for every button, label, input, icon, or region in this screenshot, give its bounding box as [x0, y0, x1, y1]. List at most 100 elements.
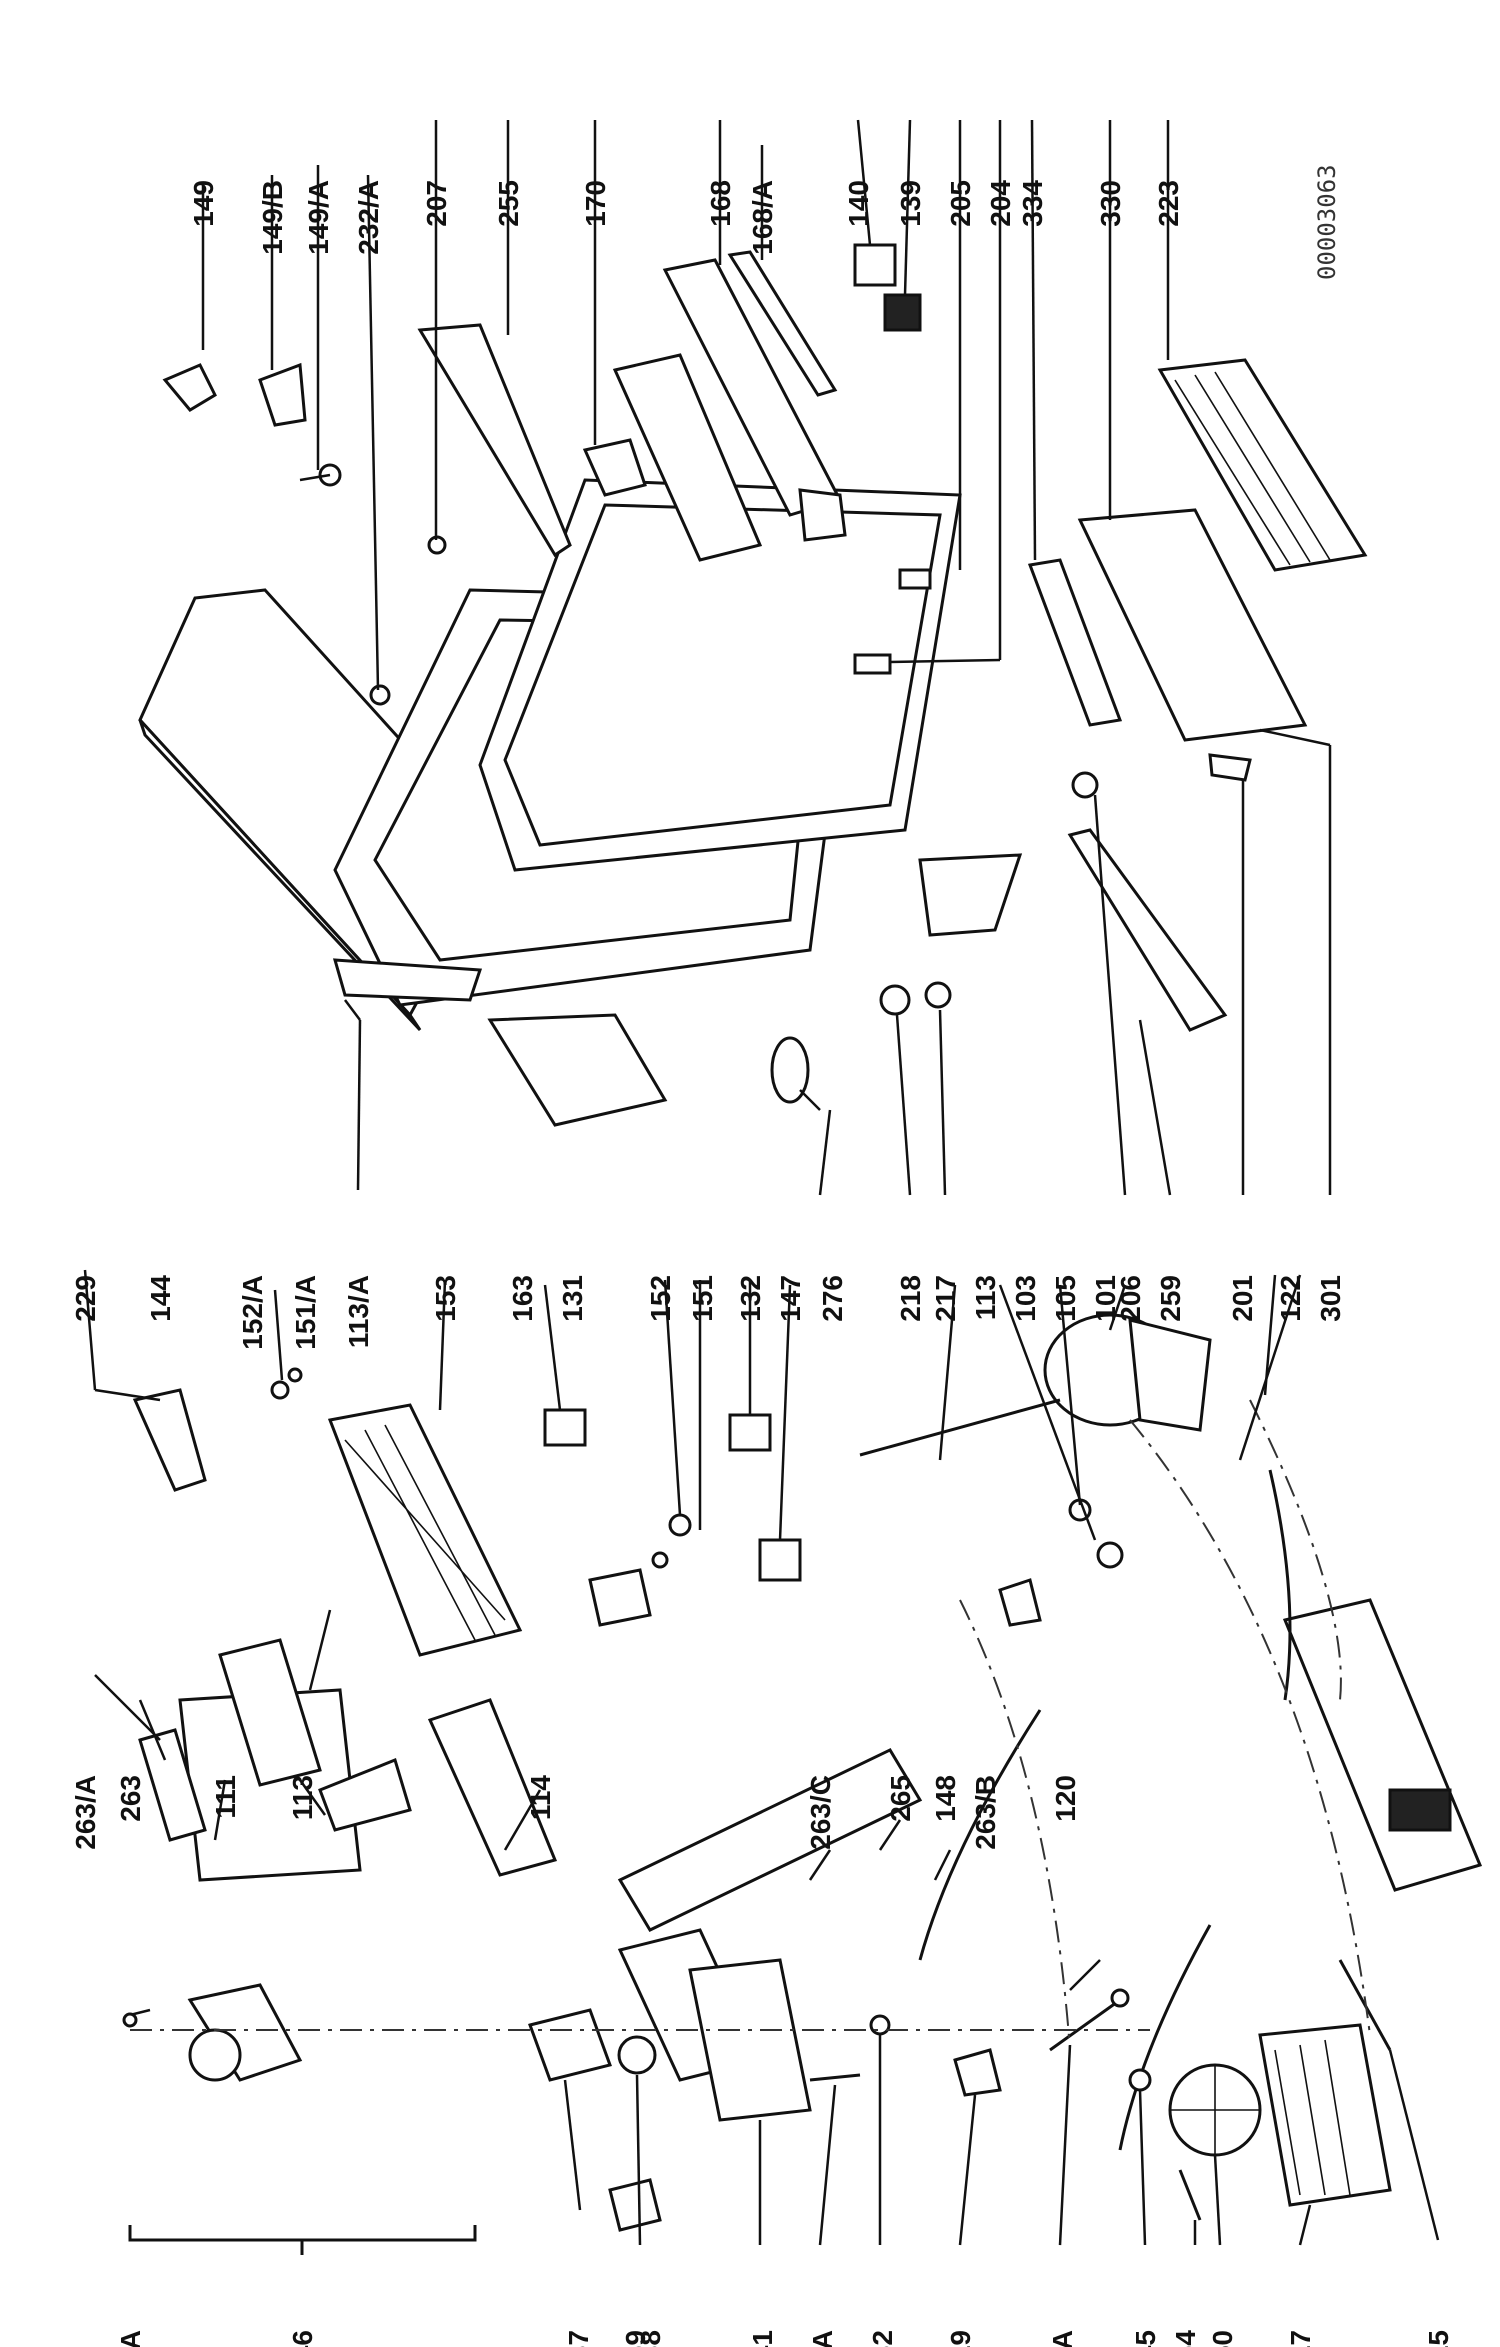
callout-168: 168	[705, 180, 736, 227]
callout-237: 237	[563, 2330, 594, 2347]
callout-238: 238	[635, 2330, 666, 2347]
part-205	[898, 568, 932, 590]
callout-301: 301	[1315, 1275, 1346, 1322]
part-149	[162, 363, 217, 412]
part-223	[1157, 358, 1368, 572]
callout-117: 117	[1285, 2330, 1316, 2347]
callout-147: 147	[775, 1275, 806, 1322]
part-169	[608, 2178, 662, 2232]
callout-145: 145	[1130, 2330, 1161, 2347]
callout-265: 265	[885, 1775, 916, 1822]
part-232-a	[369, 684, 391, 706]
part-330	[1077, 508, 1308, 742]
callout-334: 334	[1017, 180, 1048, 227]
callout-149-b: 149/B	[257, 180, 288, 255]
part-144	[132, 1388, 207, 1492]
part-201	[1208, 753, 1252, 782]
part-132	[728, 1413, 772, 1452]
part-170	[582, 438, 647, 497]
callout-120: 120	[1050, 1775, 1081, 1822]
callout-153: 153	[430, 1275, 461, 1322]
callout-276: 276	[817, 1275, 848, 1322]
callout-223: 223	[1153, 180, 1184, 227]
callout-149-a: 149/A	[303, 180, 334, 255]
part-145	[1128, 2068, 1152, 2092]
callout-259: 259	[1155, 1275, 1186, 1322]
callout-232-a: 232/A	[353, 180, 384, 255]
drawing-code-text: 00003063	[1313, 164, 1341, 280]
callout-218: 218	[895, 1275, 926, 1322]
callout-122: 122	[1275, 1275, 1306, 1322]
part-206	[1071, 771, 1099, 799]
part-condenser-tube	[1268, 1469, 1292, 1701]
callout-105: 105	[1050, 1275, 1081, 1322]
callout-119: 119	[945, 2330, 976, 2347]
part-119-a	[1049, 1988, 1130, 2052]
part-drip-tray	[617, 1748, 923, 1932]
callout-255: 255	[493, 180, 524, 227]
callout-229: 229	[70, 1275, 101, 1322]
callout-146: 146	[287, 2330, 318, 2347]
part-237	[528, 2008, 612, 2082]
part-147	[758, 1538, 802, 1582]
callout-201: 201	[1227, 1275, 1258, 1322]
part-113-arm	[318, 1757, 412, 1832]
part-103-105	[1068, 1498, 1124, 1569]
door-panel	[478, 478, 962, 872]
part-238	[617, 2035, 657, 2075]
part-149-b	[258, 362, 307, 427]
callout-103: 103	[1010, 1275, 1041, 1322]
assembly-lines	[130, 1399, 1371, 2051]
callout-101: 101	[1090, 1275, 1121, 1322]
callout-139: 139	[895, 180, 926, 227]
callout-labels: 149 149/B 149/A 232/A 207 255 170 168 16…	[70, 180, 1454, 2347]
part-241	[688, 1958, 812, 2122]
callout-148: 148	[930, 1775, 961, 1822]
part-203	[918, 853, 1023, 937]
callout-120-a: 120/A	[807, 2330, 838, 2347]
callout-204: 204	[985, 180, 1016, 227]
callout-170: 170	[580, 180, 611, 227]
callout-237-a: 237/A	[115, 2330, 146, 2347]
part-150-fan	[1168, 2063, 1262, 2157]
callout-131: 131	[557, 1275, 588, 1322]
callout-132: 132	[735, 1275, 766, 1322]
drawing-code: 00003063	[1313, 164, 1341, 280]
part-117-condenser	[1258, 2023, 1392, 2207]
callout-151: 151	[687, 1275, 718, 1322]
callout-119-a: 119/A	[1047, 2330, 1078, 2347]
callout-115: 115	[1423, 2330, 1454, 2347]
part-217	[924, 981, 952, 1009]
callout-114: 114	[525, 1775, 556, 1821]
part-113-tube	[859, 1398, 1061, 1457]
part-204	[853, 653, 892, 675]
part-152-a	[270, 1380, 290, 1400]
part-base-plate	[1282, 1598, 1483, 1892]
callout-113-a: 113/A	[343, 1275, 374, 1348]
callout-241: 241	[747, 2330, 778, 2347]
part-101-compressor	[1043, 1313, 1212, 1432]
callout-163: 163	[507, 1275, 538, 1322]
part-263-b-hose	[918, 1709, 1042, 1961]
part-114-trough	[427, 1698, 558, 1877]
callout-140: 140	[843, 180, 874, 227]
part-152-151	[651, 1513, 692, 1569]
callout-263-b: 263/B	[970, 1775, 1001, 1850]
part-218	[879, 984, 911, 1016]
callout-205: 205	[945, 180, 976, 227]
callout-144: 144	[145, 1275, 176, 1322]
callout-113-lower: 113	[287, 1775, 318, 1820]
callout-217: 217	[930, 1275, 961, 1322]
callout-151-a: 151/A	[290, 1275, 321, 1350]
callout-152-a: 152/A	[237, 1275, 268, 1350]
part-259	[1067, 828, 1228, 1032]
part-168-a	[727, 250, 838, 397]
part-control-module	[588, 1568, 652, 1627]
part-276	[770, 1036, 810, 1104]
callout-152: 152	[645, 1275, 676, 1322]
part-163-131	[543, 1408, 587, 1447]
part-146-assembly	[129, 1983, 303, 2082]
part-bracket-set	[998, 1578, 1042, 1627]
leader-lines	[83, 119, 1440, 2246]
